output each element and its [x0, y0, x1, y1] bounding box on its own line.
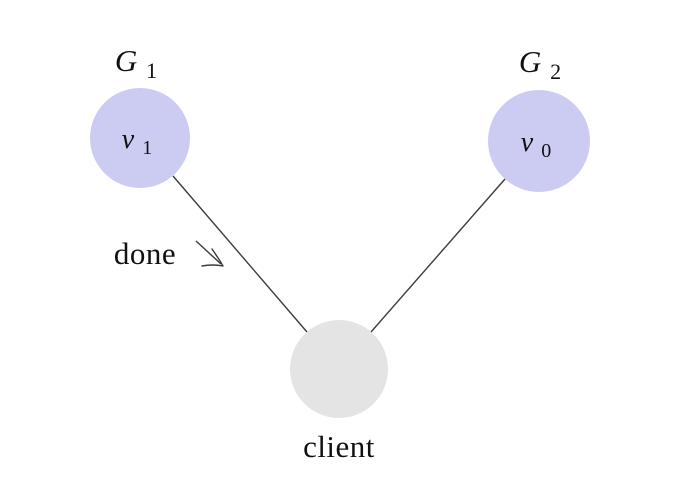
done-arrow-head — [201, 248, 224, 267]
edge-annotation-done: done — [114, 236, 176, 271]
node-v1-label-sub: 1 — [142, 137, 152, 159]
node-client — [290, 320, 388, 418]
node-v1-label-main: v — [122, 124, 135, 155]
edge-v0-client — [370, 178, 506, 333]
group-label-g2-main: G — [519, 44, 541, 79]
node-v0-label: v 0 — [521, 127, 551, 162]
node-client-label: client — [303, 429, 375, 464]
node-v1 — [90, 88, 190, 188]
group-label-g1-main: G — [115, 43, 137, 78]
node-v0 — [488, 90, 590, 192]
group-label-g2-sub: 2 — [550, 59, 561, 84]
done-arrow-icon — [195, 240, 224, 267]
edge-v1-client — [172, 175, 308, 333]
node-v0-label-main: v — [521, 127, 534, 158]
done-arrow-shaft — [195, 240, 222, 265]
group-label-g1-sub: 1 — [146, 58, 157, 83]
group-label-g2: G 2 — [519, 44, 561, 84]
node-v1-label: v 1 — [122, 124, 152, 159]
node-v0-label-sub: 0 — [541, 140, 551, 162]
group-label-g1: G 1 — [115, 43, 157, 83]
